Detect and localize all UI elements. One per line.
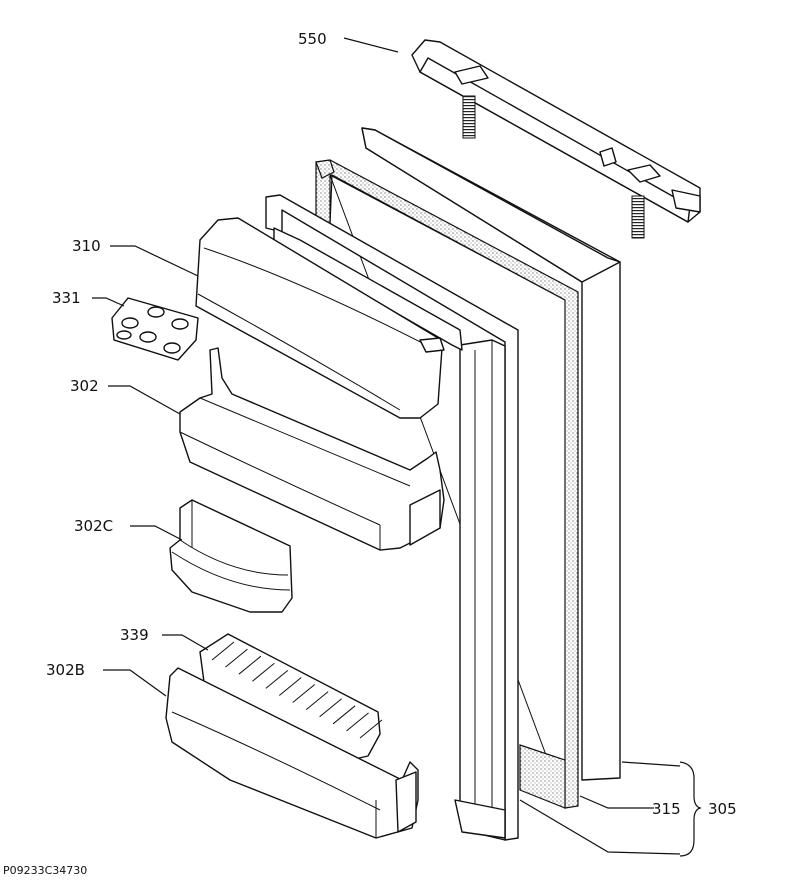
retainer-rib	[225, 648, 248, 668]
label-550: 550	[298, 30, 327, 48]
part-labels: 550 310 331 302 302C 339 302B 315 305 P0…	[3, 30, 737, 877]
bottle-bin-302c	[169, 499, 293, 613]
hinge-cover-550	[411, 39, 701, 239]
retainer-rib	[346, 712, 369, 732]
label-310: 310	[72, 237, 101, 255]
leader-lines	[92, 37, 702, 857]
label-315: 315	[652, 800, 681, 818]
label-331: 331	[52, 289, 81, 307]
retainer-rib	[359, 719, 383, 739]
retainer-rib	[211, 641, 235, 661]
retainer-rib	[278, 677, 302, 696]
retainer-rib	[252, 662, 275, 682]
retainer-rib	[305, 691, 329, 711]
retainer-rib	[265, 669, 289, 689]
label-302: 302	[70, 377, 99, 395]
label-339: 339	[120, 626, 149, 644]
retainer-rib	[332, 705, 356, 725]
dairy-compartment-310	[195, 217, 445, 419]
label-305: 305	[708, 800, 737, 818]
egg-tray-331	[111, 297, 199, 361]
retainer-rib	[319, 698, 342, 718]
retainer-rib	[292, 684, 316, 703]
bottle-shelf-302b	[165, 667, 419, 839]
label-302b: 302B	[46, 661, 85, 679]
door-shelf-302	[179, 347, 445, 551]
outer-door-panel	[361, 127, 621, 781]
label-302c: 302C	[74, 517, 113, 535]
retainer-rib	[238, 655, 262, 675]
drawing-code: P09233C34730	[3, 864, 87, 877]
